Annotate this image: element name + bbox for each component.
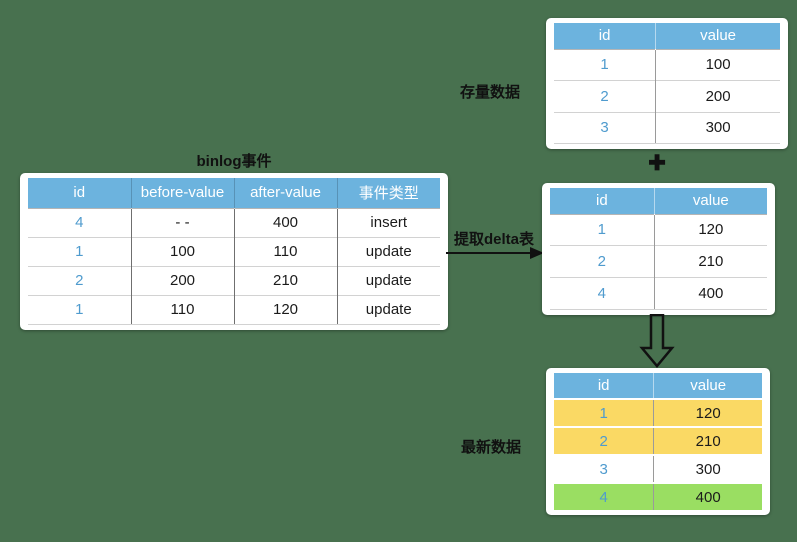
binlog-table-title: binlog事件 xyxy=(196,153,272,170)
merge-down-arrow-icon xyxy=(639,314,675,368)
binlog-table: id before-value after-value 事件类型 4 - - 4… xyxy=(20,173,448,330)
table-cell: 210 xyxy=(653,245,767,278)
table-cell: 200 xyxy=(130,265,234,296)
header-cell-id: id xyxy=(554,373,654,399)
table-cell: 1 xyxy=(554,48,656,81)
header-cell-id: id xyxy=(554,23,656,49)
table-header-row: id value xyxy=(554,23,780,49)
header-cell-value: value xyxy=(653,373,762,399)
table-cell: update xyxy=(336,265,440,296)
table-cell: 120 xyxy=(653,397,762,428)
table-cell: update xyxy=(336,294,440,326)
header-cell-event-type: 事件类型 xyxy=(336,178,440,208)
table-cell: 100 xyxy=(655,48,780,81)
table-cell: - - xyxy=(130,207,234,238)
table-row: 2 210 xyxy=(550,245,767,278)
table-cell: 3 xyxy=(554,111,656,144)
latest-data-label: 最新数据 xyxy=(460,439,521,456)
table-cell: 400 xyxy=(653,482,762,510)
table-row: 3 300 xyxy=(554,111,780,144)
table-row: 1 100 xyxy=(554,48,780,81)
table-cell: 1 xyxy=(554,397,654,428)
table-header-row: id value xyxy=(550,188,767,214)
table-row: 2 200 xyxy=(554,80,780,112)
table-cell: 210 xyxy=(233,265,337,296)
header-cell-before-value: before-value xyxy=(130,178,234,208)
table-row: 1 110 120 update xyxy=(28,294,440,326)
table-cell: 120 xyxy=(233,294,337,326)
header-cell-value: value xyxy=(655,23,780,49)
table-cell: 3 xyxy=(554,454,654,484)
table-row: 4 - - 400 insert xyxy=(28,207,440,238)
table-cell: 300 xyxy=(655,111,780,144)
table-row-highlight-green: 4 400 xyxy=(554,482,762,510)
table-row: 2 200 210 update xyxy=(28,265,440,296)
table-row: 4 400 xyxy=(550,277,767,310)
table-header-row: id before-value after-value 事件类型 xyxy=(28,178,440,208)
table-cell: 200 xyxy=(655,80,780,112)
table-row: 3 300 xyxy=(554,454,762,484)
table-cell: 100 xyxy=(130,236,234,267)
table-cell: 2 xyxy=(550,245,655,278)
table-row-highlight-yellow: 1 120 xyxy=(554,397,762,428)
table-cell: 400 xyxy=(653,277,767,310)
table-cell: 4 xyxy=(28,207,131,238)
extract-arrow-icon xyxy=(446,247,544,259)
table-cell: 400 xyxy=(233,207,337,238)
stock-table: id value 1 100 2 200 3 300 xyxy=(546,18,788,149)
table-cell: 110 xyxy=(130,294,234,326)
table-cell: 4 xyxy=(550,277,655,310)
table-cell: 4 xyxy=(554,482,654,510)
table-cell: update xyxy=(336,236,440,267)
extract-arrow-label: 提取delta表 xyxy=(453,231,534,248)
table-cell: insert xyxy=(336,207,440,238)
table-cell: 1 xyxy=(28,236,131,267)
plus-icon: ✚ xyxy=(648,152,666,175)
table-cell: 2 xyxy=(28,265,131,296)
table-cell: 210 xyxy=(653,426,762,456)
table-cell: 1 xyxy=(28,294,131,326)
header-cell-after-value: after-value xyxy=(233,178,337,208)
header-cell-id: id xyxy=(28,178,131,208)
table-header-row: id value xyxy=(554,373,762,399)
table-cell: 2 xyxy=(554,426,654,456)
table-cell: 110 xyxy=(233,236,337,267)
header-cell-id: id xyxy=(550,188,655,214)
header-cell-value: value xyxy=(653,188,767,214)
table-row: 1 120 xyxy=(550,213,767,246)
table-cell: 300 xyxy=(653,454,762,484)
latest-table: id value 1 120 2 210 3 300 4 xyxy=(546,368,770,515)
table-cell: 2 xyxy=(554,80,656,112)
table-row-highlight-yellow: 2 210 xyxy=(554,426,762,456)
table-cell: 120 xyxy=(653,213,767,246)
table-cell: 1 xyxy=(550,213,655,246)
table-row: 1 100 110 update xyxy=(28,236,440,267)
stock-data-label: 存量数据 xyxy=(459,84,520,101)
delta-table: id value 1 120 2 210 4 400 xyxy=(542,183,775,315)
